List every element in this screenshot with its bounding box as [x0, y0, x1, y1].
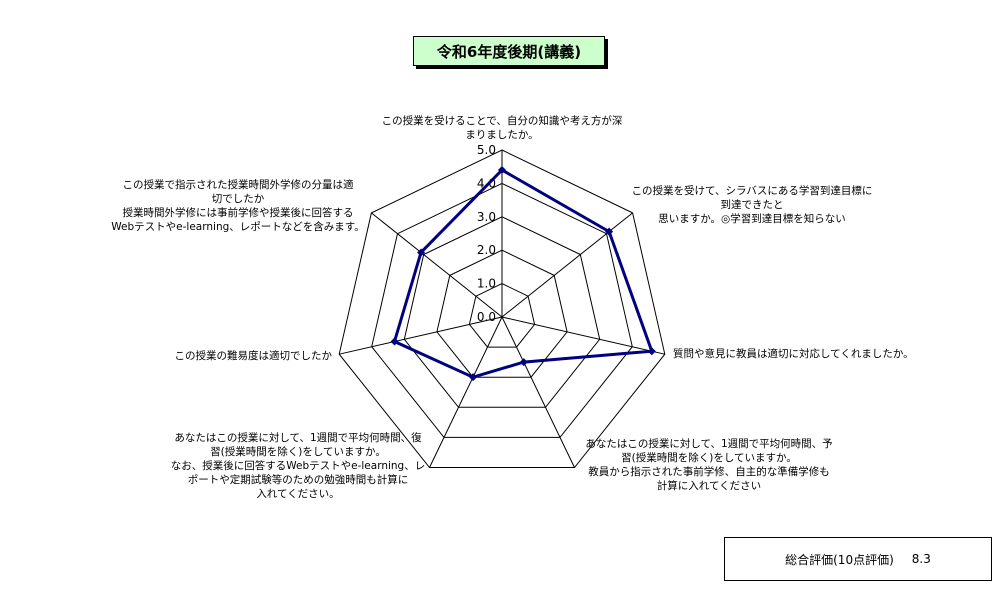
radar-grid — [338, 149, 666, 468]
axis-label-line: この授業で指示された授業時間外学修の分量は適 — [123, 178, 354, 191]
series-line — [392, 168, 654, 379]
summary-value: 8.3 — [911, 552, 931, 566]
axis-label: あなたはこの授業に対して、1週間で平均何時間、予習(授業時間を除く)をしています… — [585, 437, 832, 492]
summary-label: 総合評価(10点評価) — [785, 552, 894, 567]
data-point — [498, 166, 506, 175]
axis-label-line: あなたはこの授業に対して、1週間で平均何時間、復 — [174, 431, 422, 444]
tick-label: 1.0 — [477, 277, 496, 291]
data-point — [647, 347, 656, 356]
radar-axis-labels: この授業を受けることで、自分の知識や考え方が深まりましたか。この授業を受けて、シ… — [111, 114, 913, 500]
axis-label-line: ポートや定期試験等のための勉強時間も計算に — [188, 473, 409, 486]
radar-tick-labels: 0.01.02.03.04.05.0 — [477, 143, 496, 324]
axis-label-line: 授業時間外学修には事前学修や授業後に回答する — [123, 206, 354, 219]
axis-label-line: Webテストやe-learning、レポートなどを含みます。 — [111, 220, 364, 233]
axis-label-line: 習(授業時間を除く)をしていますか。 — [210, 445, 386, 458]
data-point — [519, 358, 528, 367]
axis-label-line: 思いますか。◎学習到達目標を知らない — [658, 212, 845, 225]
axis-label: この授業を受けて、シラバスにある学習到達目標に到達できたと思いますか。◎学習到達… — [632, 184, 873, 225]
axis-label-line: 計算に入れてください — [657, 479, 761, 492]
grid-ring — [436, 249, 568, 378]
axis-label: この授業を受けることで、自分の知識や考え方が深まりましたか。 — [382, 114, 623, 141]
summary-box: 総合評価(10点評価) 8.3 — [724, 537, 992, 581]
chart-title: 令和6年度後期(講義) — [413, 36, 605, 66]
axis-label: この授業の難易度は適切でしたか — [175, 349, 333, 362]
axis-label-line: 入れてください。 — [256, 488, 339, 500]
axis-spoke — [371, 212, 503, 318]
data-point — [469, 373, 478, 382]
radar-spokes — [339, 150, 665, 468]
axis-label: 質問や意見に教員は適切に対応してくれましたか。 — [673, 347, 914, 360]
grid-ring — [403, 216, 601, 408]
axis-label-line: この授業を受けることで、自分の知識や考え方が深 — [382, 114, 623, 127]
data-point — [605, 227, 614, 236]
axis-label: あなたはこの授業に対して、1週間で平均何時間、復習(授業時間を除く)をしています… — [171, 431, 425, 500]
data-point — [417, 248, 426, 257]
tick-label: 2.0 — [477, 243, 496, 257]
axis-spoke — [339, 316, 503, 355]
axis-label-line: あなたはこの授業に対して、1週間で平均何時間、予 — [585, 437, 832, 450]
axis-label-line: 到達できたと — [721, 199, 784, 211]
grid-ring — [338, 149, 666, 468]
data-point — [390, 337, 399, 346]
axis-spoke — [501, 212, 633, 318]
tick-label: 3.0 — [477, 210, 496, 224]
axis-spoke — [501, 316, 665, 355]
axis-label-line: 習(授業時間を除く)をしていますか。 — [621, 451, 797, 464]
axis-label-line: 教員から指示された事前学修、自主的な準備学修も — [588, 465, 830, 478]
axis-label-line: この授業を受けて、シラバスにある学習到達目標に — [632, 184, 873, 197]
axis-label-line: この授業の難易度は適切でしたか — [175, 349, 333, 362]
axis-label: この授業で指示された授業時間外学修の分量は適切でしたか授業時間外学修には事前学修… — [111, 178, 364, 233]
radar-series — [390, 166, 656, 382]
axis-label-line: 質問や意見に教員は適切に対応してくれましたか。 — [673, 347, 914, 360]
grid-ring — [468, 283, 536, 348]
axis-label-line: まりましたか。 — [465, 129, 538, 141]
axis-spoke — [501, 316, 575, 468]
tick-label: 0.0 — [477, 310, 496, 324]
grid-ring — [371, 182, 633, 438]
axis-label-line: 切でしたか — [212, 193, 265, 205]
axis-spoke — [429, 316, 503, 468]
tick-label: 5.0 — [477, 143, 496, 157]
axis-label-line: なお、授業後に回答するWebテストやe-learning、レ — [171, 459, 425, 472]
